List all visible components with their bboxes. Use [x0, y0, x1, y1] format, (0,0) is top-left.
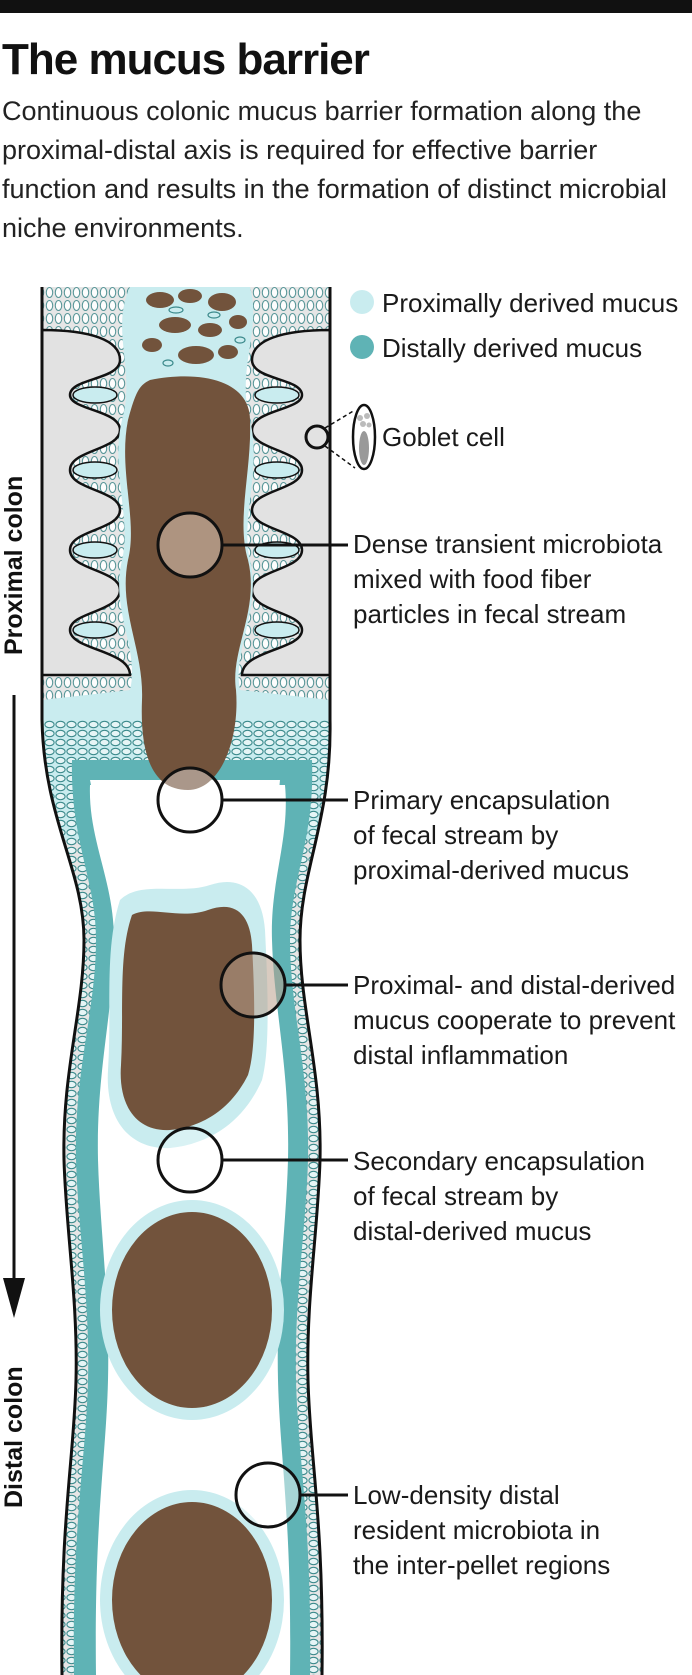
callout-markers — [156, 511, 348, 1529]
fiber-particles — [142, 289, 247, 364]
colon-tube — [42, 287, 331, 1675]
crypt-folds — [42, 328, 331, 677]
callout-cooperation: Proximal- and distal-derived mucus coope… — [353, 970, 683, 1070]
callout-secondary-encapsulation: Secondary encapsulation of fecal stream … — [353, 1146, 652, 1246]
distal-colon-label: Distal colon — [0, 1366, 28, 1508]
callout-dense-transient-microbiota: Dense transient microbiota mixed with fo… — [353, 529, 670, 629]
goblet-cell-detail — [304, 403, 377, 471]
legend: Proximally derived mucus Distally derive… — [350, 288, 678, 452]
legend-swatch-proximal — [350, 290, 374, 314]
callout-primary-encapsulation: Primary encapsulation of fecal stream by… — [353, 785, 629, 885]
callout-low-density-microbiota: Low-density distal resident microbiota i… — [353, 1480, 610, 1580]
fecal-stream-proximal — [125, 376, 251, 790]
legend-label-proximal: Proximally derived mucus — [382, 288, 678, 318]
page-subtitle: Continuous colonic mucus barrier formati… — [2, 96, 667, 243]
legend-label-distal: Distally derived mucus — [382, 333, 642, 363]
page-title: The mucus barrier — [2, 35, 370, 84]
fecal-pellet — [112, 1212, 272, 1408]
proximal-distal-axis: Proximal colon Distal colon — [0, 476, 28, 1508]
goblet-cell-label: Goblet cell — [382, 422, 505, 452]
fecal-mass-middle — [120, 906, 255, 1131]
fecal-pellet — [112, 1502, 272, 1675]
legend-swatch-distal — [350, 335, 374, 359]
callout-labels: Dense transient microbiota mixed with fo… — [353, 529, 683, 1580]
proximal-colon-label: Proximal colon — [0, 476, 28, 655]
down-arrow-icon — [3, 1278, 25, 1318]
top-rule — [0, 0, 692, 13]
